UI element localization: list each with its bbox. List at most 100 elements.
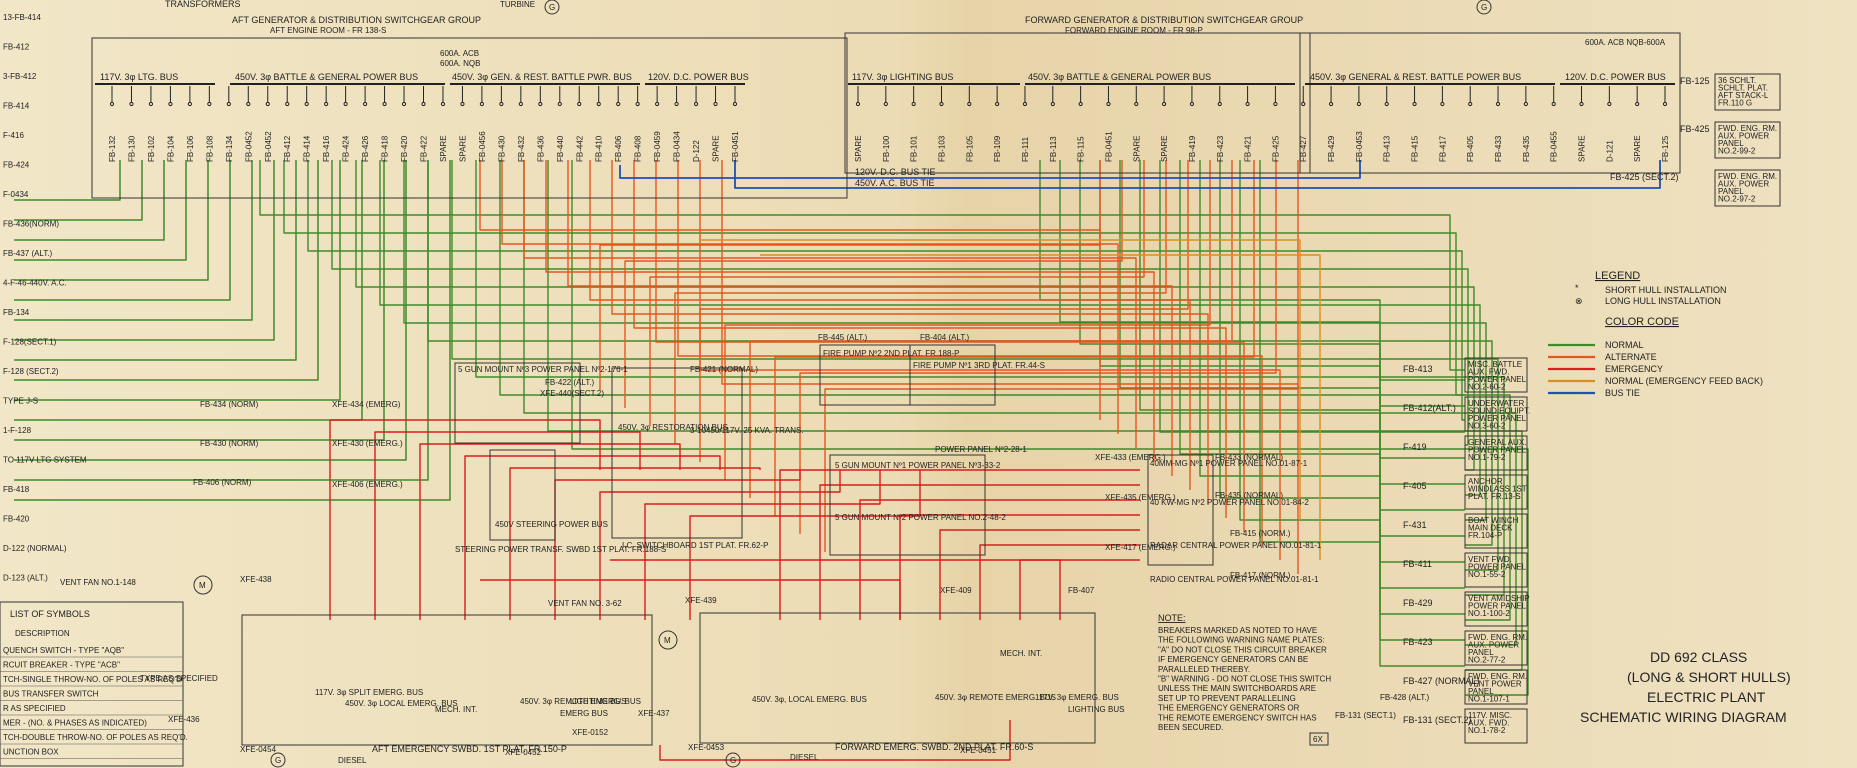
breaker-contact [207,101,212,107]
fwd-ltg-bus-label: 117V. 3φ LIGHTING BUS [852,72,953,82]
fwd-ltg-bus: LIGHTING BUS [1068,705,1124,714]
breaker-contact [1217,101,1222,107]
aft-room-label: AFT ENGINE ROOM - FR 138-S [270,26,386,35]
right-panel-name-8-3: NO.1-107-1 [1468,695,1510,704]
wire [307,160,1465,421]
long-hull-symbol: ⊗ [1575,296,1583,306]
breaker-contact [1106,101,1111,107]
wire [451,160,1499,571]
top-right-name-0-0: 36 SCHLT. [1718,76,1756,85]
breaker-contact [732,101,738,107]
symbol-item-4: R AS SPECIFIED [3,704,66,713]
note-line-6: UNLESS THE MAIN SWITCHBOARDS ARE [1158,684,1316,693]
breaker-contact [1301,101,1306,107]
top-right-name-2-2: PANEL [1718,187,1744,196]
breaker-label-18: SPARE [458,135,467,162]
breaker-label-9: FB-0451 [1104,131,1113,162]
breaker-contact [285,101,290,107]
top-right-feed-0: FB-125 [1680,76,1710,86]
breaker-label-21: FB-432 [517,135,526,162]
breaker-label-31: SPARE [712,135,721,162]
fwd-dc-bus-label: 120V. D.C. POWER BUS [1565,72,1666,82]
breaker-contact [1412,101,1417,107]
wire [779,469,1140,620]
xfe437-label: XFE-437 [638,709,670,718]
breaker-label-11: FB-416 [322,135,331,162]
symbol-item-2: TCH-SINGLE THROW-NO. OF POLES AS REQ'D. [3,675,184,684]
breaker-contact [693,101,699,107]
fwd-battle-bus-label: 450V. 3φ BATTLE & GENERAL POWER BUS [1028,72,1211,82]
wire [499,160,1511,621]
breaker-label-29: FB-125 [1661,135,1670,162]
fwd-mech-int: MECH. INT. [1000,649,1042,658]
wire [523,160,1137,448]
breaker-contact [362,101,368,107]
note-block: NOTE: BREAKERS MARKED AS NOTED TO HAVETH… [1158,613,1331,732]
right-panel-name-4-2: FR.104-P [1468,531,1502,540]
breaker-label-26: FB-406 [614,135,623,162]
symbol-item-6: TCH-DOUBLE THROW-NO. OF POLES AS REQ'D. [3,733,188,742]
radar-panel-box [1147,454,1214,566]
aft-remote-bus: 450V. 3φ REMOTE EMERG. BUS [520,697,641,706]
fb417-label: FB-417 (NORM.) [1230,571,1291,580]
motor-m-1: M [199,581,206,590]
legend-item-0: NORMAL [1605,340,1644,350]
wire [14,160,253,321]
xfe0453-label: XFE-0453 [688,743,725,752]
gun-mount-3-label: 5 GUN MOUNT Nº3 POWER PANEL Nº2-176-1 [458,365,628,374]
left-feed-labels: 13-FB-414FB-4123-FB-412FB-414F-416FB-424… [3,13,87,583]
power-panel-label: POWER PANEL Nº2-28-1 [935,445,1027,454]
aft-diesel-label: DIESEL [338,756,367,765]
aft-emergency-caption: AFT EMERGENCY SWBD. 1ST PLAT. FR.150-P [372,744,567,754]
wire [419,443,681,620]
breaker-contact [109,101,115,107]
wire [374,431,641,620]
gun-mount-3-panel [454,362,581,444]
wire [611,160,1209,504]
fwd-117-bus: 117V. 3φ EMERG. BUS [1035,693,1119,702]
breaker-contact [538,101,543,107]
left-feed-8: FB-437 (ALT.) [3,249,53,258]
right-panel-box-6 [1464,591,1528,627]
wire [749,160,1233,498]
left-feed-3: FB-414 [3,102,30,111]
right-panel-box-4 [1464,513,1528,549]
left-feed-2: 3-FB-412 [3,72,37,81]
fb435-label: FB-435 (NORMAL) [1215,491,1283,500]
aft-gen-bus-label: 450V. 3φ GEN. & REST. BATTLE PWR. BUS [452,72,632,82]
fb131-label: FB-131 (SECT.1) [1335,711,1396,720]
right-panel-name-3-0: ANCHOR [1468,477,1503,486]
breaker-label-4: FB-106 [186,135,195,162]
right-panel-feed-4: F-431 [1403,520,1427,530]
legend-item-4: BUS TIE [1605,388,1640,398]
fwd-diesel-label: DIESEL [790,753,819,762]
xfe436-label: XFE-436 [168,715,200,724]
ac-bus-tie-label: 450V. A.C. BUS TIE [855,178,935,188]
fwd-switchgear-box-a [844,32,1311,174]
breaker-contact [1356,101,1361,107]
aft-group-title: AFT GENERATOR & DISTRIBUTION SWITCHGEAR … [232,15,481,25]
note-line-1: THE FOLLOWING WARNING NAME PLATES: [1158,636,1325,645]
breaker-contact [557,101,562,107]
wire [14,160,297,361]
right-panel-name-5-2: NO.1-55-2 [1468,570,1506,579]
left-feed-10: FB-134 [3,308,30,317]
breaker-label-15: FB-425 [1271,135,1280,162]
top-right-name-1-3: NO.2-99-2 [1718,147,1756,156]
acb-fwd-label: 600A. ACB NQB-600A [1585,38,1666,47]
wire [14,160,165,241]
note-line-2: "A" DO NOT CLOSE THIS CIRCUIT BREAKER [1158,645,1327,654]
title-line-4: SCHEMATIC WIRING DIAGRAM [1580,709,1787,725]
breaker-label-27: FB-408 [634,135,643,162]
right-panel-name-0-2: POWER PANEL [1468,375,1527,384]
left-feed-18: D-122 (NORMAL) [3,544,67,553]
left-feed-15: TO 117V LTG SYSTEM [3,456,87,465]
aft-battle-bus-label: 450V. 3φ BATTLE & GENERAL POWER BUS [235,72,418,82]
right-panel-name-2-2: NO.1-79-2 [1468,453,1506,462]
fwd-room-label: FORWARD ENGINE ROOM - FR 98-P [1065,26,1203,35]
breaker-label-8: FB-115 [1077,136,1086,162]
wire [1039,160,1465,381]
wire [14,160,275,341]
